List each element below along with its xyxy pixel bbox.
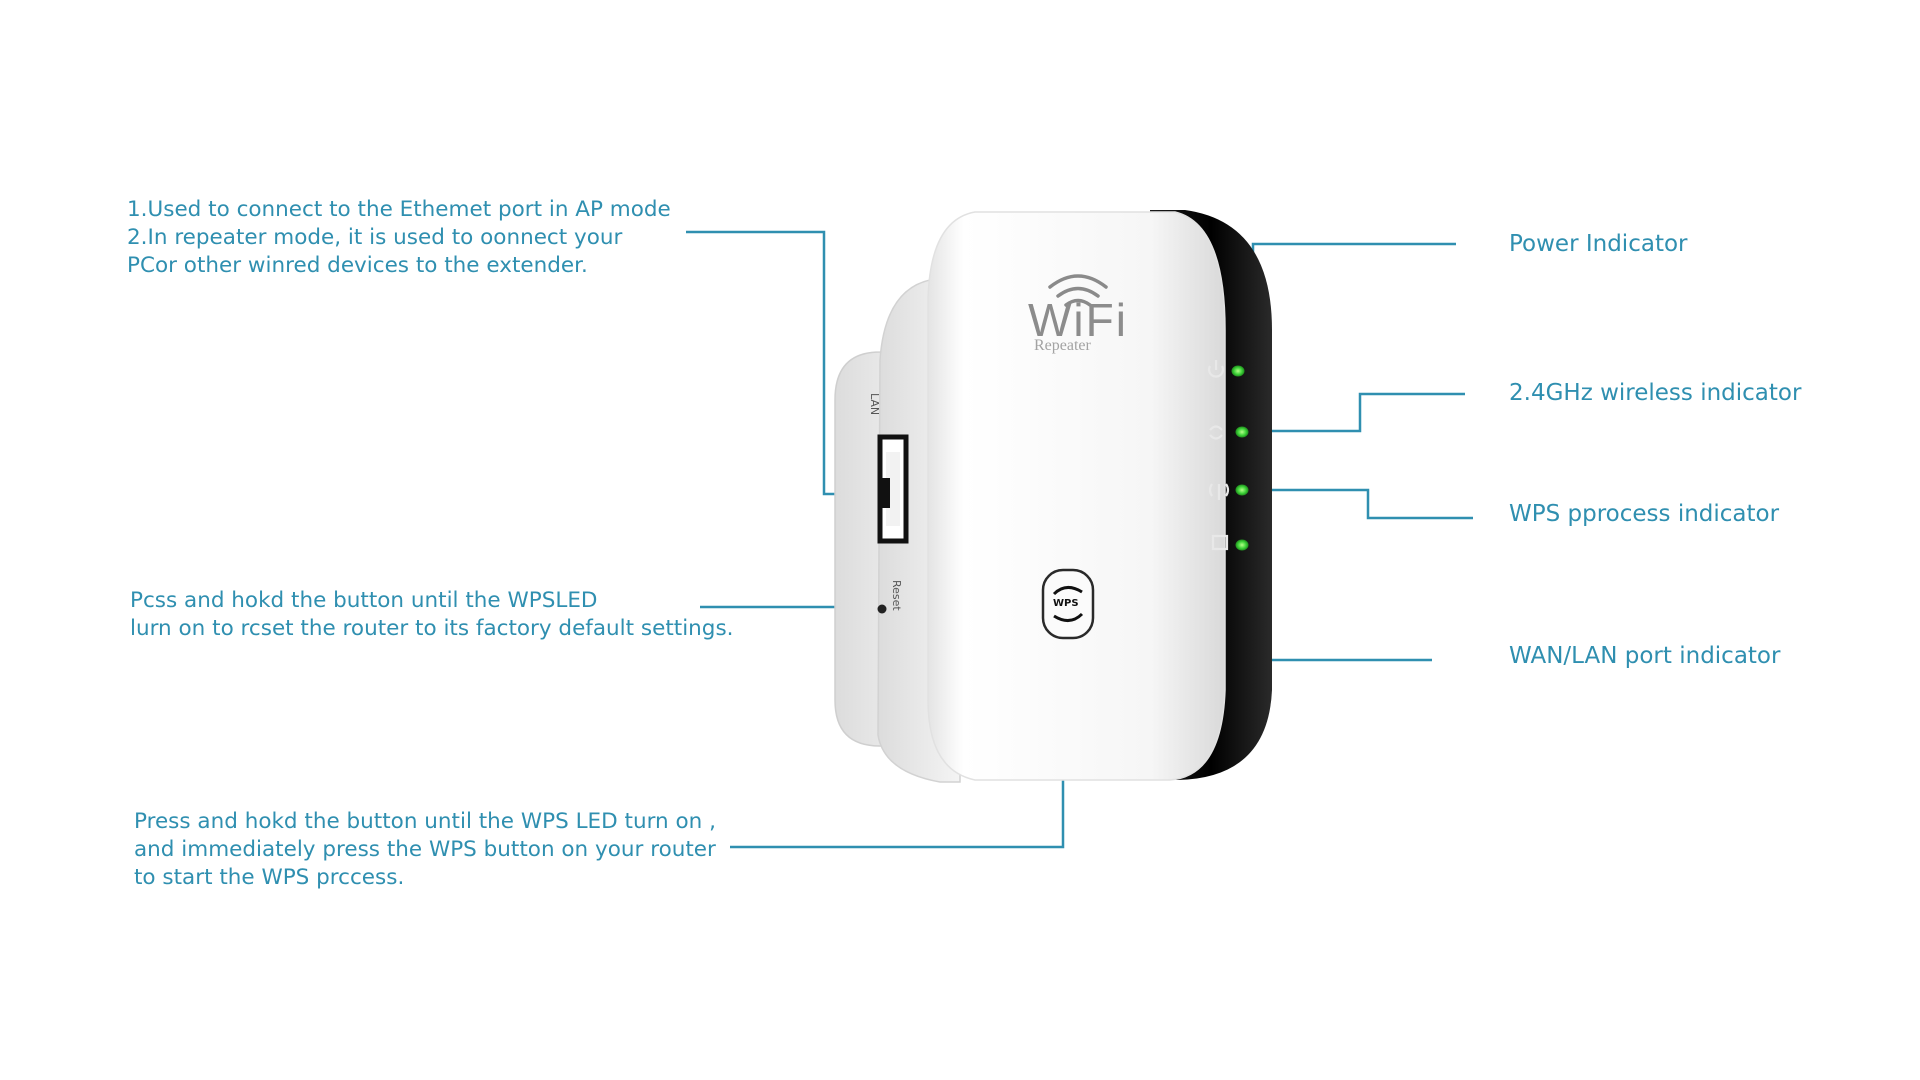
wireless-indicator-label: 2.4GHz wireless indicator xyxy=(1509,380,1802,406)
power-icon xyxy=(1207,360,1225,378)
wps-indicator-label: WPS pprocess indicator xyxy=(1509,501,1780,527)
wifi-logo-subtext: Repeater xyxy=(1034,337,1091,354)
annotation-line: and immediately press the WPS button on … xyxy=(134,837,716,862)
wifi-signal-icon xyxy=(1048,274,1108,307)
wireless-sync-icon xyxy=(1209,425,1223,440)
wan-lan-indicator-label: WAN/LAN port indicator xyxy=(1509,643,1781,669)
wps-led xyxy=(1235,484,1249,496)
lan-port-annotation: 1.Used to connect to the Ethemet port in… xyxy=(127,196,671,280)
front-face xyxy=(927,211,1226,781)
wps-button-annotation: Press and hokd the button until the WPS … xyxy=(134,808,716,892)
annotation-line: 2.In repeater mode, it is used to oonnec… xyxy=(127,225,623,250)
annotation-line: Press and hokd the button until the WPS … xyxy=(134,809,716,834)
reset-label: Reset xyxy=(890,580,903,611)
wps-indicator-leader-line xyxy=(1269,488,1473,520)
annotation-line: lurn on to rcset the router to its facto… xyxy=(130,616,734,641)
wifi-logo-text: WiFi xyxy=(1028,294,1128,346)
lan-port-label: LAN xyxy=(868,393,881,416)
annotation-line: 1.Used to connect to the Ethemet port in… xyxy=(127,197,671,222)
annotation-line: PCor other winred devices to the extende… xyxy=(127,253,588,278)
port-icon xyxy=(1211,534,1229,551)
reset-annotation: Pcss and hokd the button until the WPSLE… xyxy=(130,587,734,643)
reset-pin-hole xyxy=(877,604,887,614)
annotation-line: to start the WPS prccess. xyxy=(134,865,405,890)
power-indicator-label: Power Indicator xyxy=(1509,231,1688,257)
antenna-icon xyxy=(1208,483,1230,500)
annotation-line: Pcss and hokd the button until the WPSLE… xyxy=(130,588,598,613)
wps-button[interactable] xyxy=(1041,568,1095,640)
wps-button-label: WPS xyxy=(1053,598,1079,609)
wireless-led xyxy=(1235,426,1249,438)
wireless-leader-line xyxy=(1272,392,1465,433)
wan-lan-led xyxy=(1235,539,1249,551)
wps-arrow-icon xyxy=(1052,586,1083,596)
power-led xyxy=(1231,365,1245,377)
